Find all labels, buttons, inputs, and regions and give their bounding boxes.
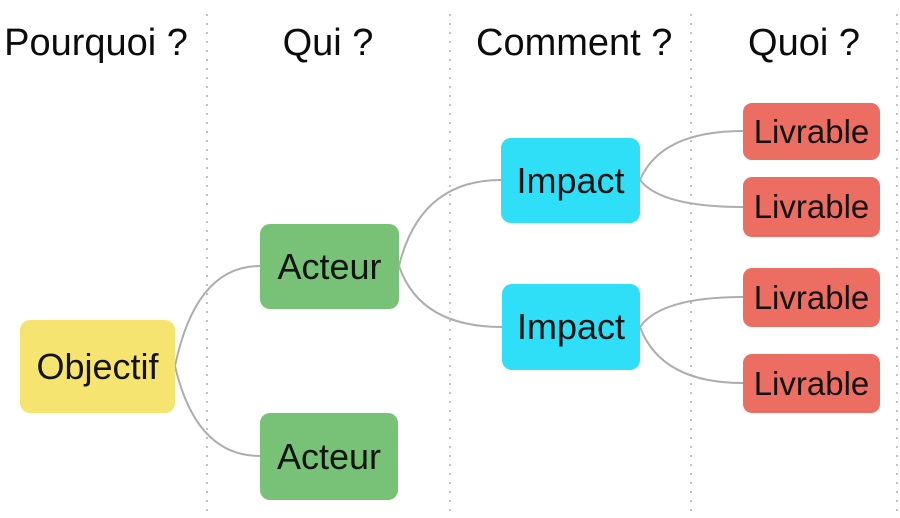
node-objectif-label: Objectif: [36, 345, 159, 387]
node-acteur-2[interactable]: Acteur: [260, 413, 398, 500]
node-impact-2[interactable]: Impact: [502, 284, 640, 370]
node-livrable-label: Livrable: [753, 188, 870, 225]
edge-impact1-livrable2: [639, 179, 744, 208]
edge-impact2-livrable3: [639, 296, 744, 328]
edge-acteur1-impact2: [398, 265, 503, 328]
column-header-comment: Comment ?: [476, 22, 673, 64]
node-acteur-label: Acteur: [277, 245, 382, 287]
edge-objectif-acteur1: [174, 265, 261, 367]
node-livrable-label: Livrable: [753, 112, 870, 150]
node-livrable-label: Livrable: [753, 278, 870, 316]
node-livrable-1[interactable]: Livrable: [743, 103, 880, 160]
edge-impact2-livrable4: [639, 326, 744, 384]
node-livrable-3[interactable]: Livrable: [743, 268, 880, 327]
node-objectif[interactable]: Objectif: [20, 320, 175, 413]
node-acteur-label: Acteur: [276, 435, 382, 477]
node-impact-label: Impact: [516, 159, 625, 201]
column-header-qui: Qui ?: [282, 22, 374, 64]
node-impact-label: Impact: [516, 306, 626, 347]
edge-impact1-livrable1: [639, 130, 744, 181]
node-impact-1[interactable]: Impact: [501, 138, 640, 223]
node-livrable-label: Livrable: [753, 364, 870, 402]
edge-acteur1-impact1: [398, 179, 502, 267]
column-header-pourquoi: Pourquoi ?: [4, 22, 188, 64]
node-livrable-4[interactable]: Livrable: [743, 354, 880, 413]
edge-objectif-acteur2: [174, 365, 261, 457]
node-acteur-1[interactable]: Acteur: [260, 224, 399, 309]
node-livrable-2[interactable]: Livrable: [743, 177, 880, 237]
column-header-quoi: Quoi ?: [748, 22, 860, 64]
